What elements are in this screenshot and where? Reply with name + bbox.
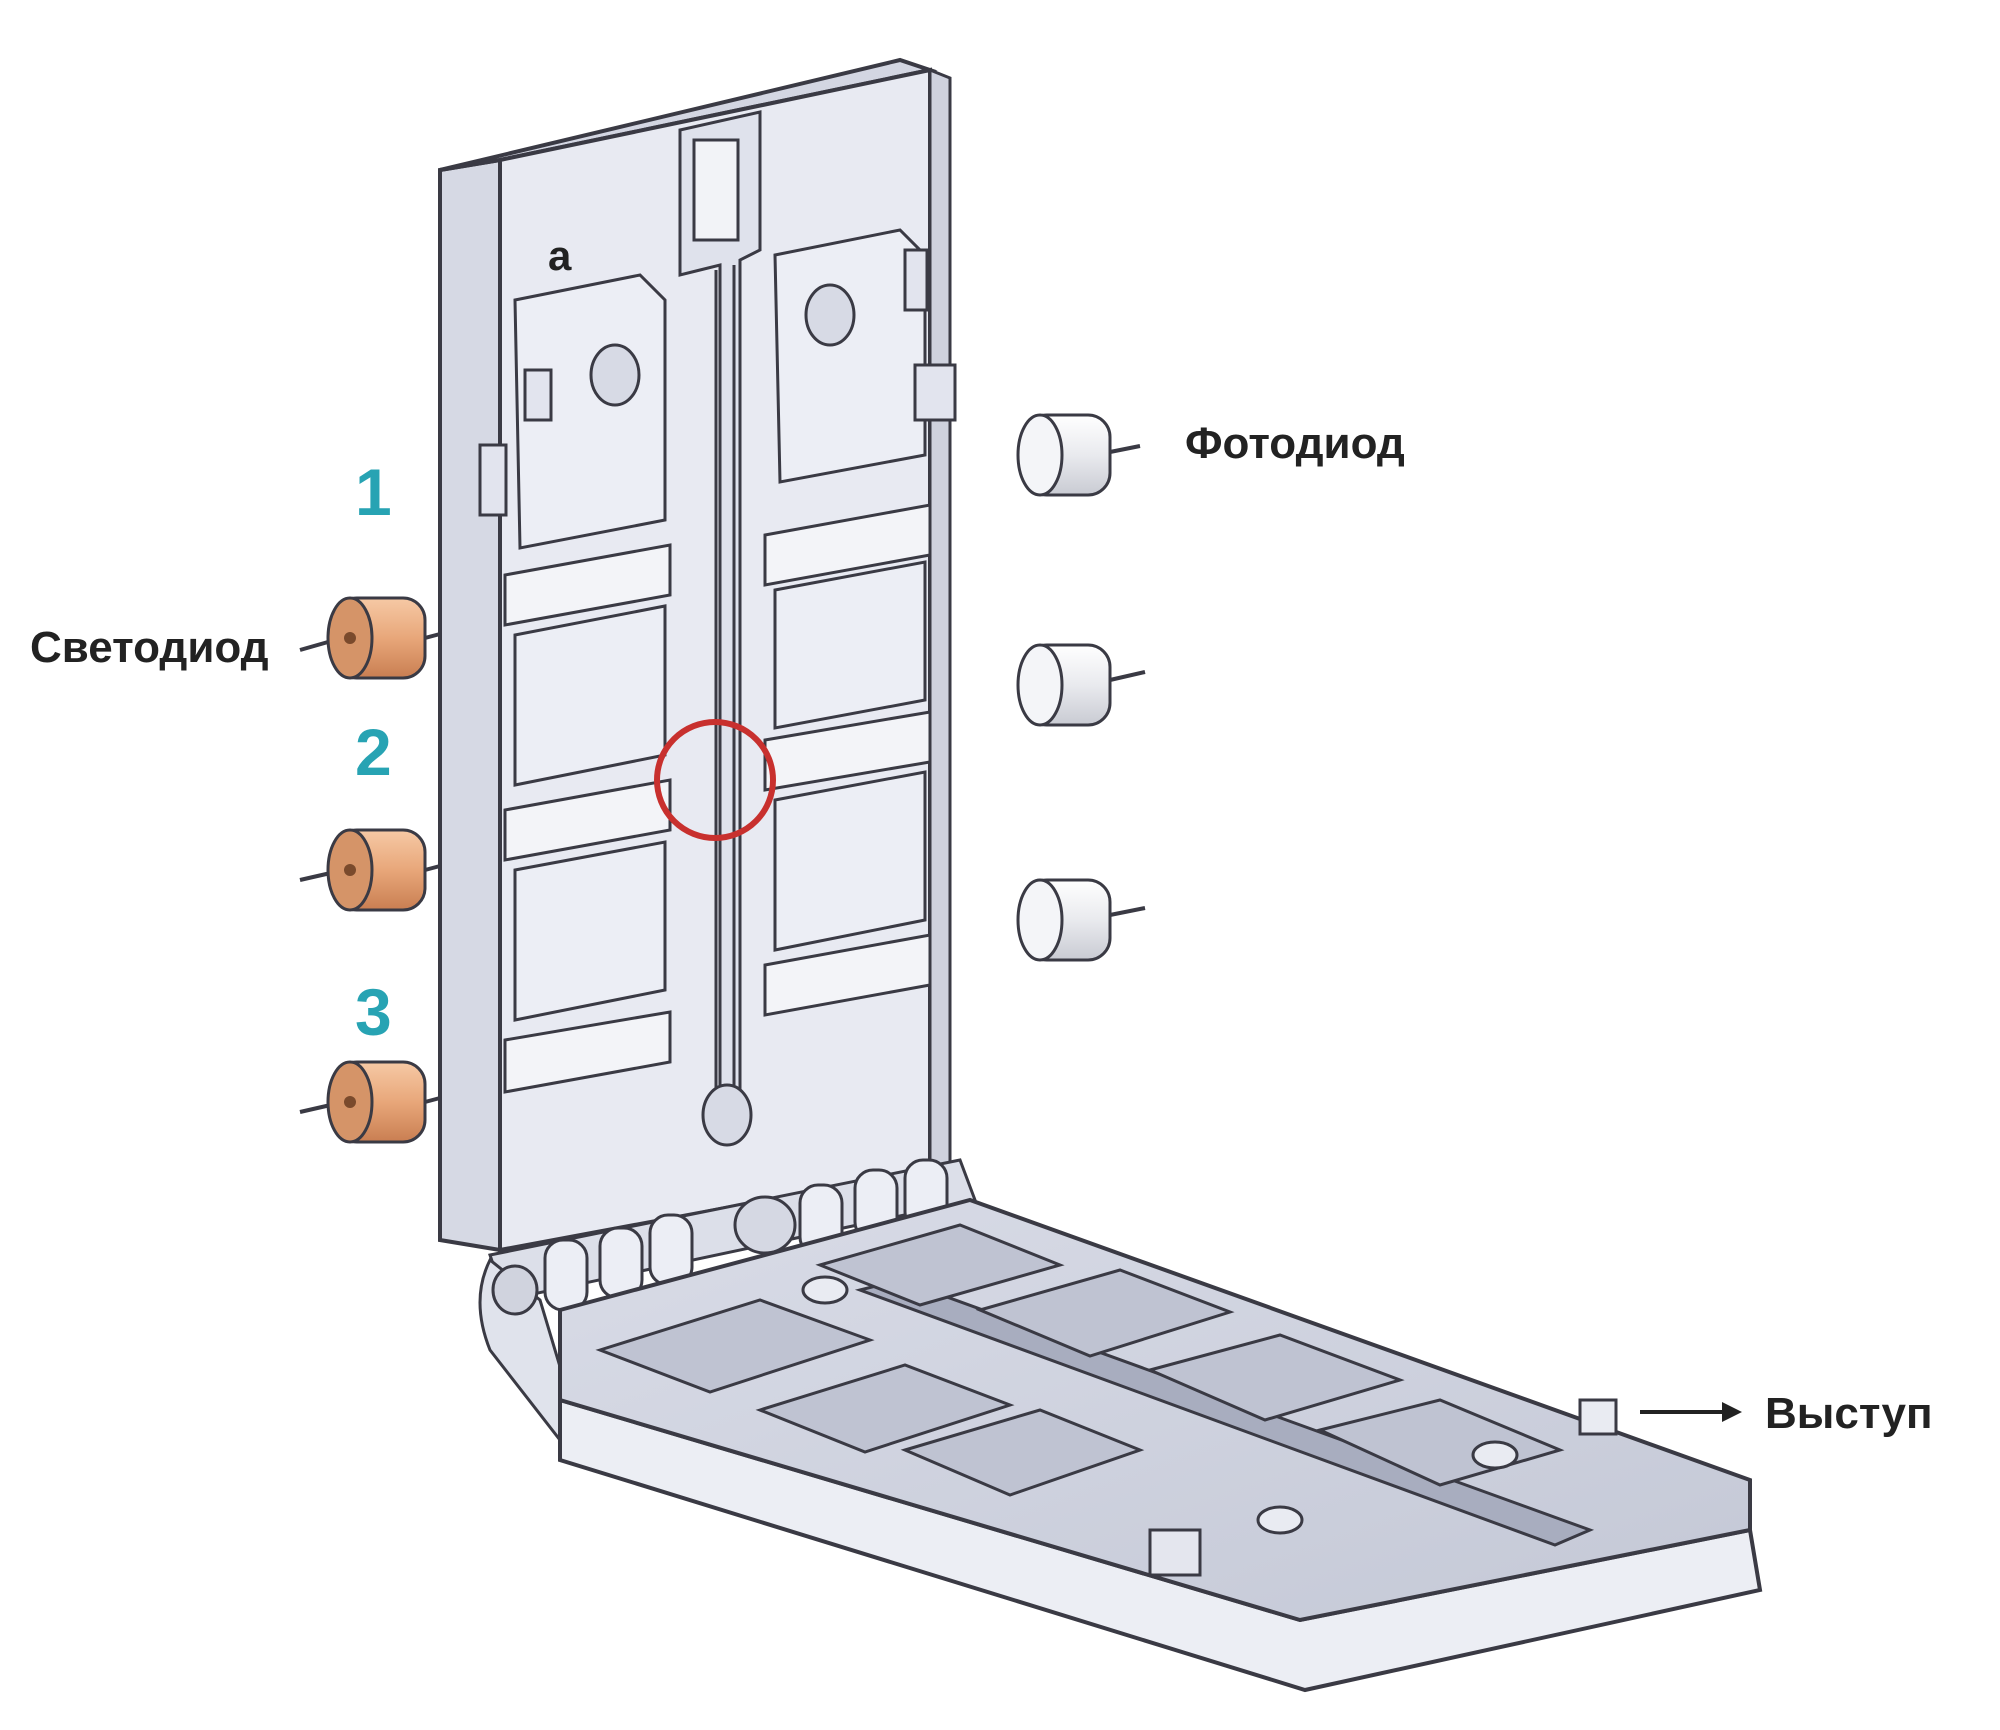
- led-label: Светодиод: [30, 623, 269, 672]
- base-plate: [558, 1197, 1763, 1693]
- hinge: [478, 1158, 978, 1444]
- led-2: [299, 828, 441, 912]
- led-icon: [299, 596, 441, 680]
- led-icon: [299, 828, 441, 912]
- photodiode-label: Фотодиод: [1185, 419, 1405, 468]
- photodiode-icon: [1016, 643, 1146, 727]
- led-icon: [299, 1060, 441, 1144]
- photodiode-1: [1016, 413, 1141, 497]
- arrow-right-icon: [1640, 1402, 1742, 1422]
- led-3: [299, 1060, 441, 1144]
- position-number-3: 3: [355, 975, 392, 1049]
- photodiode-icon: [1016, 878, 1146, 962]
- protrusion-label: Выступ: [1765, 1389, 1933, 1438]
- photodiode-3: [1016, 878, 1146, 962]
- position-number-2: 2: [355, 715, 392, 789]
- highlight-circle: [654, 719, 776, 841]
- photodiode-icon: [1016, 413, 1141, 497]
- led-1: [299, 596, 441, 680]
- position-number-1: 1: [355, 455, 392, 529]
- upright-plate: [438, 57, 957, 1253]
- plate-letter: a: [548, 232, 572, 279]
- photodiode-2: [1016, 643, 1146, 727]
